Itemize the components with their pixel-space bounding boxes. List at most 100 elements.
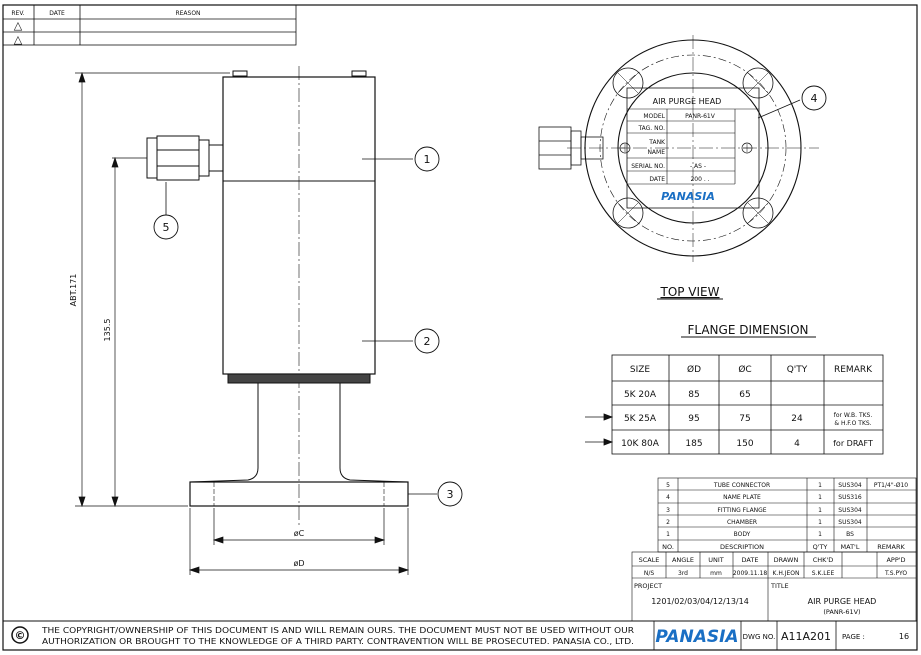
- plate-field-name-label: NAME: [647, 149, 665, 156]
- body-circle: [617, 72, 769, 224]
- parts-cell: TUBE CONNECTOR: [713, 482, 770, 489]
- rev-triangle-1: △: [14, 19, 23, 32]
- parts-header-0: NO.: [662, 543, 674, 551]
- flange-header-3: Q'TY: [787, 365, 808, 375]
- parts-cell: 2: [666, 519, 670, 526]
- parts-cell: NAME PLATE: [723, 494, 761, 501]
- flange-cell: 75: [739, 414, 750, 424]
- top-screw-left: [232, 70, 248, 77]
- parts-cell: CHAMBER: [727, 519, 757, 526]
- title-info-header-1: ANGLE: [672, 556, 694, 564]
- title-info-value-4: K.H.JEON: [773, 570, 800, 577]
- balloon-3: [437, 481, 463, 507]
- parts-header-2: Q'TY: [813, 543, 828, 551]
- flange-cell: 5K 25A: [624, 414, 657, 424]
- plate-field-tag-label: TAG. NO.: [637, 125, 665, 132]
- parts-cell: BODY: [734, 531, 751, 538]
- flange-cell: 24: [791, 414, 803, 424]
- top-view-label: TOP VIEW: [659, 285, 719, 299]
- flange-header-4: REMARK: [834, 365, 873, 375]
- rev-triangle-2: △: [14, 33, 23, 46]
- title-value: AIR PURGE HEAD: [808, 597, 877, 606]
- title-block-grid: [631, 551, 917, 622]
- plate-field-date-label: DATE: [649, 176, 665, 183]
- tube-connector: [112, 135, 224, 181]
- title-info-header-6: APP'D: [886, 556, 905, 564]
- parts-cell: 1: [818, 531, 822, 538]
- page-number: 16: [899, 632, 909, 641]
- dim-dia-c: øC: [294, 529, 305, 538]
- rev-header: REV.: [11, 10, 24, 17]
- parts-cell: 4: [666, 494, 670, 501]
- title-info-value-3: 2009.11.18: [733, 570, 768, 577]
- parts-header-3: MAT'L: [841, 543, 860, 551]
- date-header: DATE: [49, 10, 65, 17]
- flange-header-2: ØC: [738, 364, 751, 375]
- flange-cell: 10K 80A: [621, 439, 660, 449]
- parts-cell: PT1/4"-Ø10: [874, 482, 908, 489]
- title-info-header-5: CHK'D: [813, 556, 833, 564]
- plate-field-tank-label: TANK: [648, 139, 666, 146]
- title-info-value-1: 3rd: [678, 570, 688, 577]
- copyright-symbol: ©: [15, 629, 26, 642]
- parts-cell: FITTING FLANGE: [717, 507, 766, 514]
- bolt-circle: [599, 54, 787, 242]
- top-view: [538, 35, 819, 262]
- parts-cell: 1: [818, 482, 822, 489]
- flange-row-arrows: [585, 413, 614, 446]
- parts-cell: SUS304: [838, 519, 862, 526]
- dim-connector-height: 135.5: [103, 319, 112, 342]
- panasia-logo: PANASIA: [655, 627, 738, 647]
- flange-cell: 4: [794, 439, 800, 449]
- bottom-band: [227, 373, 371, 384]
- parts-cell: 1: [818, 507, 822, 514]
- flange-cell: 65: [739, 390, 750, 400]
- title-info-header-0: SCALE: [639, 556, 660, 564]
- parts-cell: SUS316: [838, 494, 862, 501]
- parts-cell: 5: [666, 482, 670, 489]
- balloon-leaders: [165, 99, 801, 495]
- copyright-line-1: THE COPYRIGHT/OWNERSHIP OF THIS DOCUMENT…: [41, 625, 634, 635]
- parts-cell: 1: [818, 519, 822, 526]
- project-value: 1201/02/03/04/12/13/14: [651, 597, 749, 606]
- balloon-1-label: 1: [424, 153, 431, 166]
- flange-dimension-title: FLANGE DIMENSION: [687, 323, 808, 337]
- side-view-dimensions: [75, 71, 410, 575]
- flange-header-0: SIZE: [630, 365, 651, 375]
- balloon-1: [414, 146, 440, 172]
- top-screw-right: [351, 70, 367, 77]
- balloon-4-label: 4: [811, 92, 818, 105]
- footer-grid: [653, 621, 837, 650]
- dim-overall-height: ABT.171: [69, 274, 78, 307]
- copyright-icon: [11, 626, 29, 644]
- dwg-no-label: DWG NO.: [743, 633, 776, 641]
- dwg-no: A11A201: [781, 630, 831, 643]
- side-view: [112, 66, 409, 525]
- parts-cell: BS: [846, 531, 854, 538]
- neck: [189, 383, 409, 483]
- title-info-value-2: mm: [710, 570, 722, 577]
- parts-cell: 3: [666, 507, 670, 514]
- outer-border: [2, 4, 918, 651]
- flange-cell: 95: [688, 414, 699, 424]
- flange-cell: 85: [688, 390, 699, 400]
- title-sub: (PANR-61V): [823, 608, 860, 616]
- plate-title: AIR PURGE HEAD: [653, 97, 722, 106]
- project-label: PROJECT: [634, 582, 662, 590]
- reason-header: REASON: [175, 10, 200, 17]
- flange-dimension-table: [611, 354, 884, 455]
- parts-cell: SUS304: [838, 482, 862, 489]
- balloon-5-label: 5: [163, 221, 170, 234]
- parts-cell: 1: [818, 494, 822, 501]
- flange-remark-line-1: for W.B. TKS.: [834, 412, 873, 419]
- dim-dia-d: øD: [293, 559, 304, 568]
- plate-logo: PANASIA: [661, 190, 715, 203]
- top-view-tube-connector: [538, 126, 604, 170]
- balloon-4: [801, 85, 827, 111]
- flange-remark-line-2: & H.F.O TKS.: [834, 420, 871, 427]
- flange-cell: 5K 20A: [624, 390, 657, 400]
